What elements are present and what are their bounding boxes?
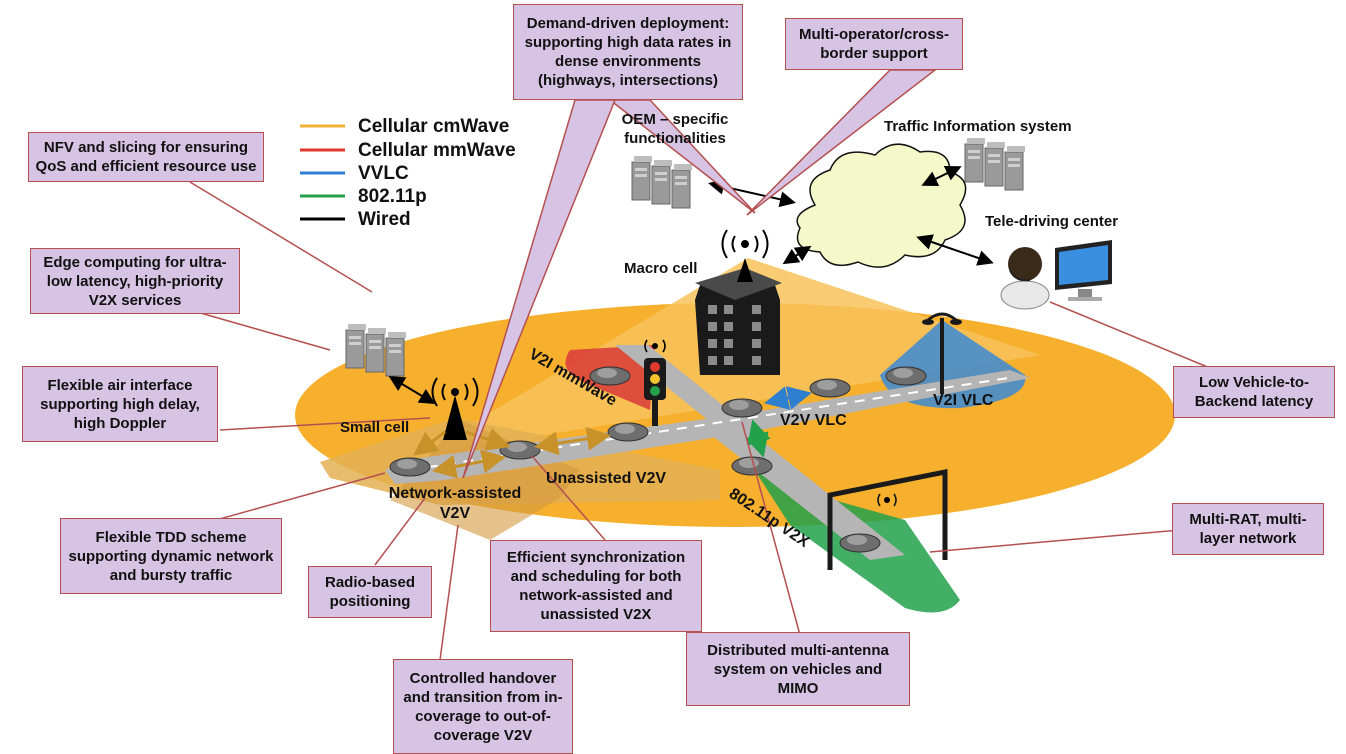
v2x-links	[413, 386, 812, 479]
callout-flexible-tdd: Flexible TDD scheme supporting dynamic n…	[60, 518, 282, 594]
callout-nfv-slicing: NFV and slicing for ensuring QoS and eff…	[28, 132, 264, 182]
unassisted-v2v-label: Unassisted V2V	[546, 470, 666, 487]
operator-icon	[1000, 247, 1050, 310]
callout-efficient-sync: Efficient synchronization and scheduling…	[490, 540, 702, 632]
macro-cell-building	[695, 240, 782, 375]
callout-flexible-air: Flexible air interface supporting high d…	[22, 366, 218, 442]
legend-label-mmwave: Cellular mmWave	[358, 140, 516, 161]
callout-pointers	[179, 69, 1211, 661]
macro-cell-label: Macro cell	[624, 260, 697, 277]
edge-server-icon	[345, 323, 407, 377]
callout-demand-driven: Demand-driven deployment: supporting hig…	[513, 4, 743, 100]
legend-label-vvlc: VVLC	[358, 163, 409, 184]
monitor-icon	[1055, 240, 1112, 301]
callout-multi-rat: Multi-RAT, multi-layer network	[1172, 503, 1324, 555]
callout-edge-computing: Edge computing for ultra-low latency, hi…	[30, 248, 240, 314]
gantry-icon	[827, 468, 948, 570]
macro-cell-antenna-icon	[721, 229, 769, 259]
tele-driving-label: Tele-driving center	[985, 213, 1118, 230]
street-lamp-icon	[922, 312, 962, 394]
v2i-vlc-label: V2I VLC	[933, 392, 994, 409]
node-labels: OEM – specific functionalities Traffic I…	[340, 111, 1118, 436]
callout-low-latency: Low Vehicle-to-Backend latency	[1173, 366, 1335, 418]
small-cell-label: Small cell	[340, 419, 409, 436]
traffic-info-server-icon	[964, 137, 1026, 191]
legend: Cellular cmWave Cellular mmWave VVLC 802…	[300, 116, 516, 230]
callout-distributed-antenna: Distributed multi-antenna system on vehi…	[686, 632, 910, 706]
callout-controlled-handover: Controlled handover and transition from …	[393, 659, 573, 754]
legend-label-wired: Wired	[358, 209, 411, 230]
traffic-light-icon	[644, 339, 666, 426]
oem-label: OEM – specific functionalities	[621, 111, 729, 147]
legend-label-80211p: 802.11p	[358, 186, 427, 207]
cloud-icon	[796, 143, 967, 268]
traffic-info-label: Traffic Information system	[884, 118, 1072, 135]
oem-server-icon	[631, 155, 693, 209]
legend-label-cmwave: Cellular cmWave	[358, 116, 509, 137]
small-cell-antenna-icon	[431, 377, 479, 440]
network-assisted-v2v-label: Network-assisted V2V	[388, 485, 522, 522]
callout-radio-positioning: Radio-based positioning	[308, 566, 432, 618]
v2v-vlc-label: V2V VLC	[780, 412, 847, 429]
callout-multi-operator: Multi-operator/cross-border support	[785, 18, 963, 70]
